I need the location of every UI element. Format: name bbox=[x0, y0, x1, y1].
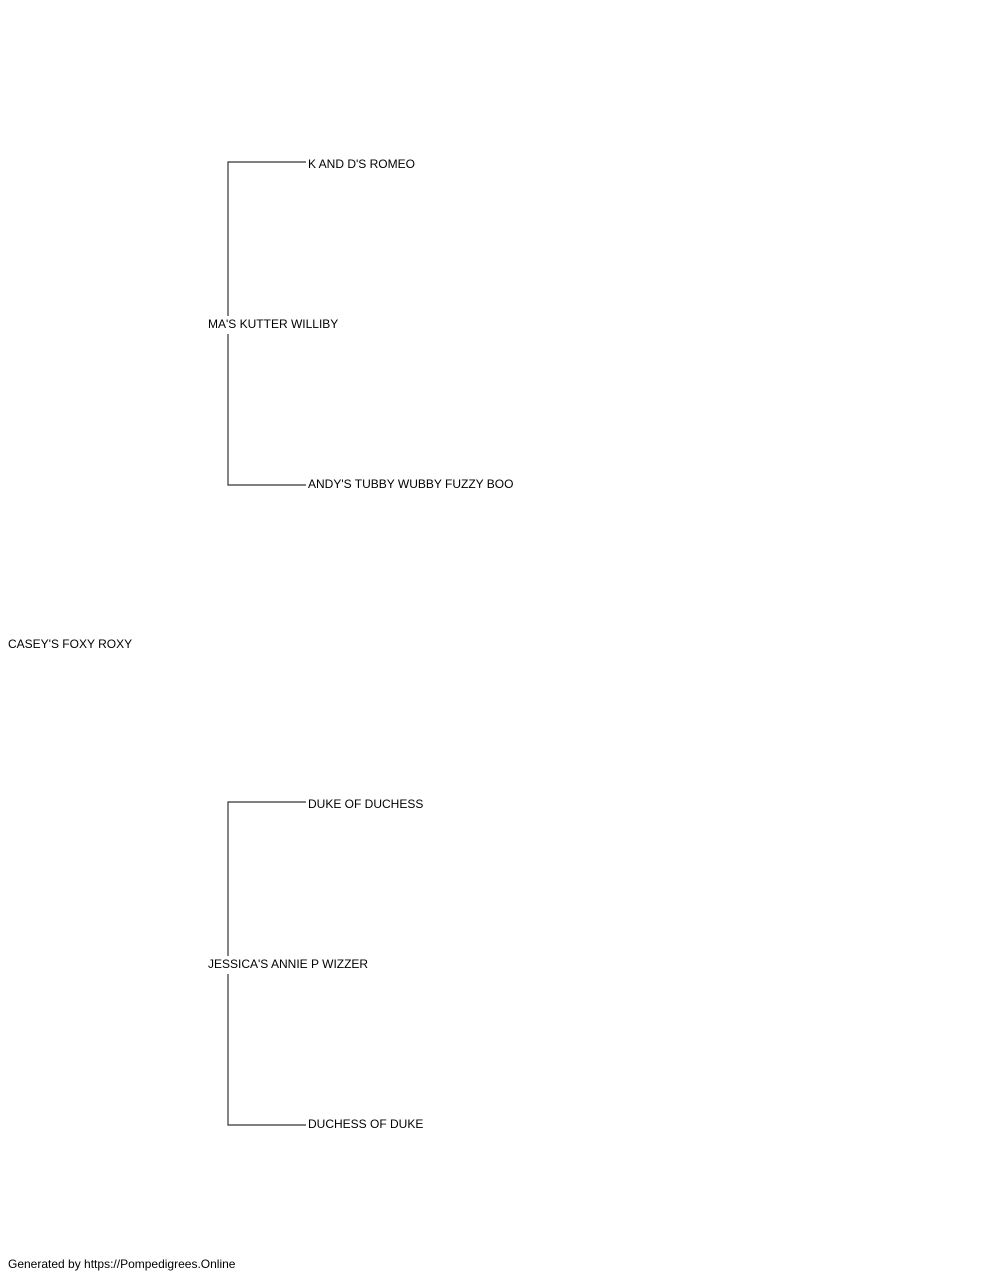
subject-name: CASEY'S FOXY ROXY bbox=[8, 637, 133, 651]
sire-name: MA'S KUTTER WILLIBY bbox=[208, 317, 339, 331]
dam-name: JESSICA'S ANNIE P WIZZER bbox=[208, 957, 369, 971]
dam-sire-name: DUKE OF DUCHESS bbox=[308, 797, 424, 811]
dam-to-dam-sire-connector bbox=[227, 801, 306, 956]
sire-sire-name: K AND D'S ROMEO bbox=[308, 157, 415, 171]
generated-by-footer: Generated by https://Pompedigrees.Online bbox=[8, 1257, 236, 1271]
sire-to-sire-dam-connector bbox=[227, 334, 306, 486]
dam-dam-name: DUCHESS OF DUKE bbox=[308, 1117, 424, 1131]
dam-to-dam-dam-connector bbox=[227, 974, 306, 1126]
sire-dam-name: ANDY'S TUBBY WUBBY FUZZY BOO bbox=[308, 477, 514, 491]
sire-to-sire-sire-connector bbox=[227, 161, 306, 316]
